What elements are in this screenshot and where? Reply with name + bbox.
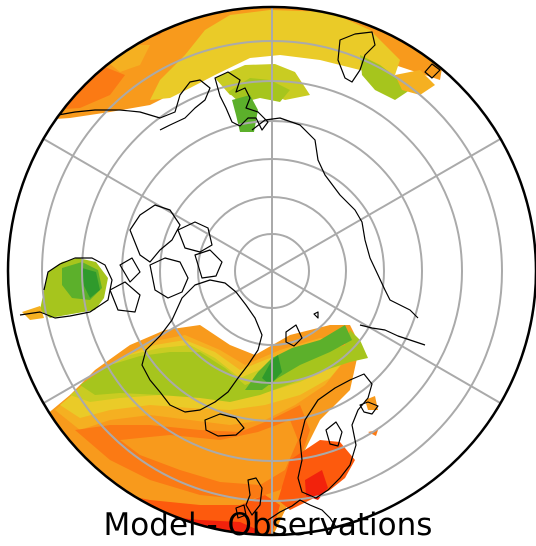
- coastline: [235, 504, 247, 519]
- anomaly-region-yellow-green: [80, 330, 368, 402]
- meridian-line: [271, 270, 503, 405]
- coastline: [359, 401, 379, 415]
- coastline: [214, 71, 269, 131]
- coastline: [141, 279, 263, 413]
- coastline: [204, 413, 245, 437]
- map-boundary: [6, 5, 536, 537]
- coastline: [57, 79, 211, 131]
- meridian-line: [41, 270, 273, 405]
- coastline: [149, 257, 189, 299]
- coastline: [251, 117, 419, 319]
- anomaly-region-dark-green: [82, 268, 100, 298]
- coastline: [119, 257, 141, 283]
- coastline: [424, 63, 441, 79]
- coastline: [313, 311, 319, 319]
- meridian-line: [271, 137, 503, 272]
- coastline: [285, 324, 303, 347]
- coastline: [325, 421, 343, 447]
- anomaly-region-light-orange: [395, 70, 435, 95]
- coastline: [109, 281, 141, 313]
- coastline: [245, 477, 263, 516]
- coastline: [337, 31, 376, 83]
- anomaly-region-orange: [120, 420, 298, 485]
- map-title: Model - Observations: [103, 507, 433, 543]
- coastline: [297, 373, 373, 499]
- coastline: [129, 204, 181, 263]
- coastline: [267, 499, 346, 535]
- anomaly-region-yellow-green: [228, 78, 290, 103]
- graticule: [41, 7, 503, 535]
- anomaly-region-yellow: [150, 10, 400, 100]
- coastlines: [19, 31, 441, 535]
- anomaly-region-yellow-green: [360, 55, 410, 100]
- anomaly-region-red: [305, 470, 328, 500]
- coastline: [194, 249, 223, 279]
- meridian-line: [41, 137, 273, 272]
- coastline: [177, 221, 213, 253]
- coastline: [359, 324, 426, 346]
- coastline: [19, 257, 113, 319]
